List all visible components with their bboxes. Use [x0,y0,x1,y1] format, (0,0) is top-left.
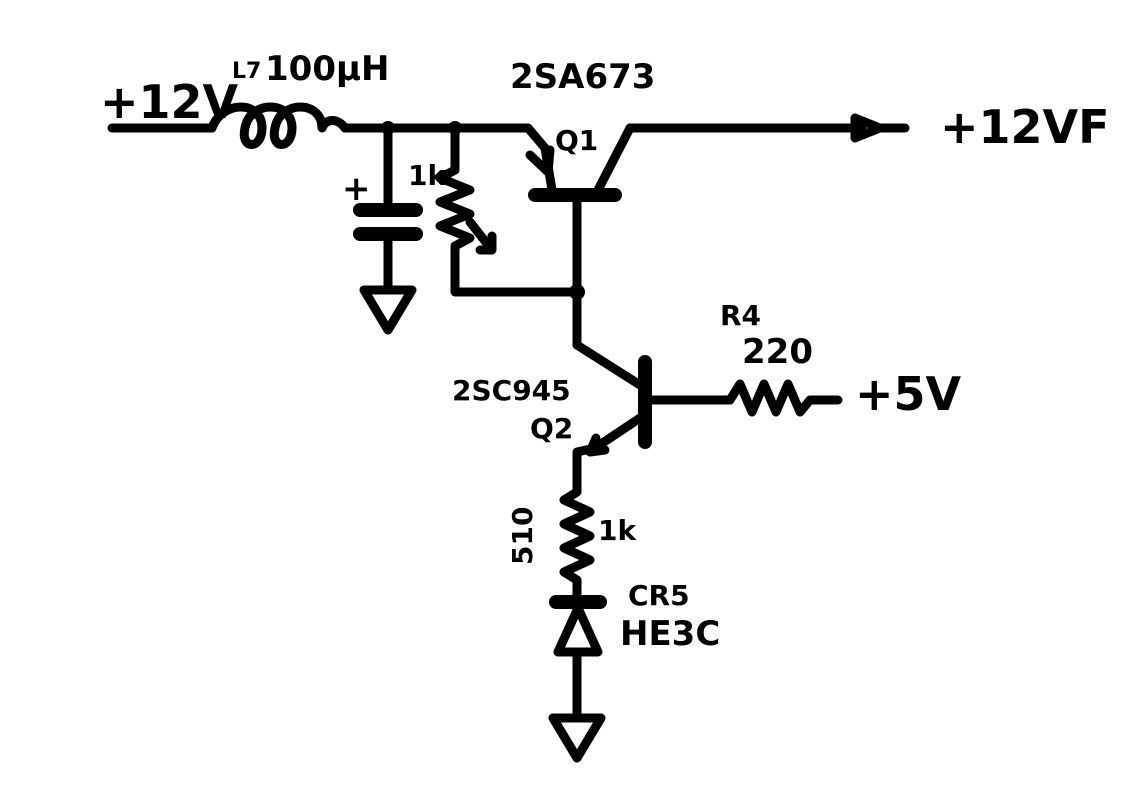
inductor-ref-label: L7 [232,59,261,84]
inductor-l7 [207,102,350,149]
input-voltage-label: +12V [100,75,239,129]
diode-part-label: HE3C [620,614,720,654]
r4-ref-label: R4 [720,299,761,332]
q2-emitter-arrow [585,433,610,457]
q2-part-label: 2SC945 [452,374,571,407]
inductor-value-label: 100µH [265,49,389,89]
q2-emitter [572,413,645,497]
resistor-510 [559,487,595,603]
q1-emitter-arrow [525,145,555,177]
q2-ref-label: Q2 [530,412,573,445]
resistor-r1-value-label: 1k [408,159,447,192]
q1-ref-label: Q1 [555,124,598,157]
ground-symbol-cap [359,285,417,335]
resistor-r4 [710,379,843,417]
emitter-resistor-ref-label: 510 [506,507,539,565]
diode-cr5 [553,603,603,657]
base-voltage-label: +5V [855,367,962,421]
resistor-arrow [465,217,497,255]
junction-q1-base [569,284,585,300]
output-arrow [850,113,885,143]
diode-ref-label: CR5 [628,579,690,612]
q2-collector [572,340,645,390]
q1-collector [593,123,867,195]
emitter-resistor-value-label: 1k [598,514,637,547]
resistor-1k [435,123,582,297]
capacitor-polarity-label: + [342,169,371,209]
r4-value-label: 220 [742,332,813,372]
ground-symbol-diode [548,713,606,763]
output-voltage-label: +12VF [940,100,1110,154]
q1-part-label: 2SA673 [510,57,655,97]
